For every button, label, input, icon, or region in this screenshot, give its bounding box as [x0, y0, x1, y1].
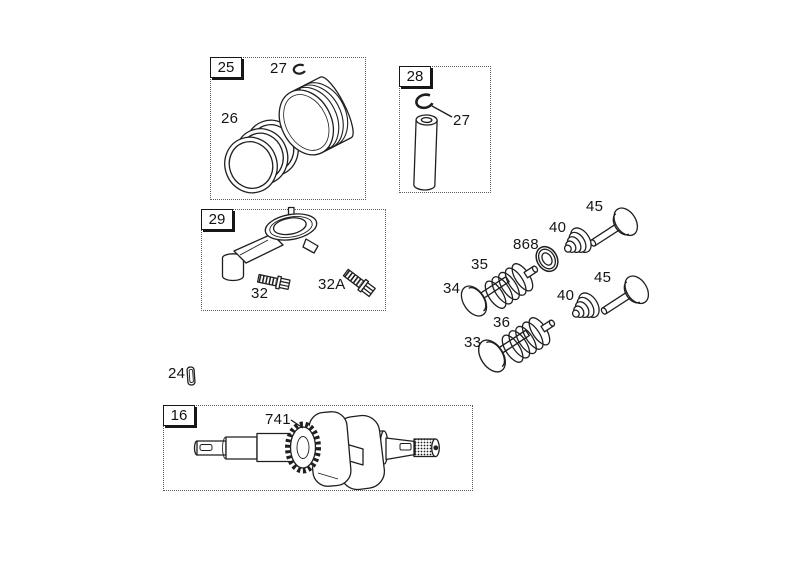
callout-rod-bolt: 32 — [251, 285, 269, 302]
callout-ring-set: 26 — [221, 110, 239, 127]
box-number-16: 16 — [163, 405, 195, 426]
callout-valve-34: 34 — [443, 280, 461, 297]
callout-retainer-40-top: 40 — [549, 219, 567, 236]
callout-pin-clip: 27 — [453, 112, 471, 129]
box-number-25: 25 — [210, 57, 242, 78]
wrist-pin-clip-drawing — [415, 93, 434, 110]
callout-key-24: 24 — [168, 365, 186, 382]
valve-spring-35-drawing — [480, 254, 546, 313]
callout-rod-bolt-alt: 32A — [318, 276, 346, 293]
piston-drawing — [278, 76, 354, 156]
callout-valve-spring-36: 36 — [493, 314, 511, 331]
callout-valve-spring-35: 35 — [471, 256, 489, 273]
crankshaft-drawing — [193, 411, 440, 491]
callout-retainer-40-bottom: 40 — [557, 287, 575, 304]
piston-group-box: 25 — [210, 57, 366, 200]
callout-valve-33: 33 — [464, 334, 482, 351]
box-number-29: 29 — [201, 209, 233, 230]
timing-gear-leader-line — [290, 419, 304, 429]
callout-timing-gear-741: 741 — [265, 411, 291, 428]
rod-bolt-alt-drawing — [342, 267, 376, 297]
box-number-28: 28 — [399, 66, 431, 87]
wrist-pin-group-box: 28 — [399, 66, 491, 193]
connecting-rod-drawing — [221, 206, 319, 282]
valve-stem-seal-drawing — [535, 245, 559, 273]
crankshaft-group-box: 16 — [163, 405, 473, 491]
callout-valve-45-bottom: 45 — [594, 269, 612, 286]
crankshaft-key-drawing — [186, 366, 196, 386]
callout-piston-clip: 27 — [270, 60, 288, 77]
callout-valve-45-top: 45 — [586, 198, 604, 215]
callout-valve-seal-868: 868 — [513, 236, 539, 253]
wrist-pin-drawing — [413, 114, 438, 191]
pin-clip-leader-line — [431, 105, 453, 118]
timing-gear-drawing — [285, 421, 321, 474]
piston-clip-drawing — [292, 63, 306, 75]
